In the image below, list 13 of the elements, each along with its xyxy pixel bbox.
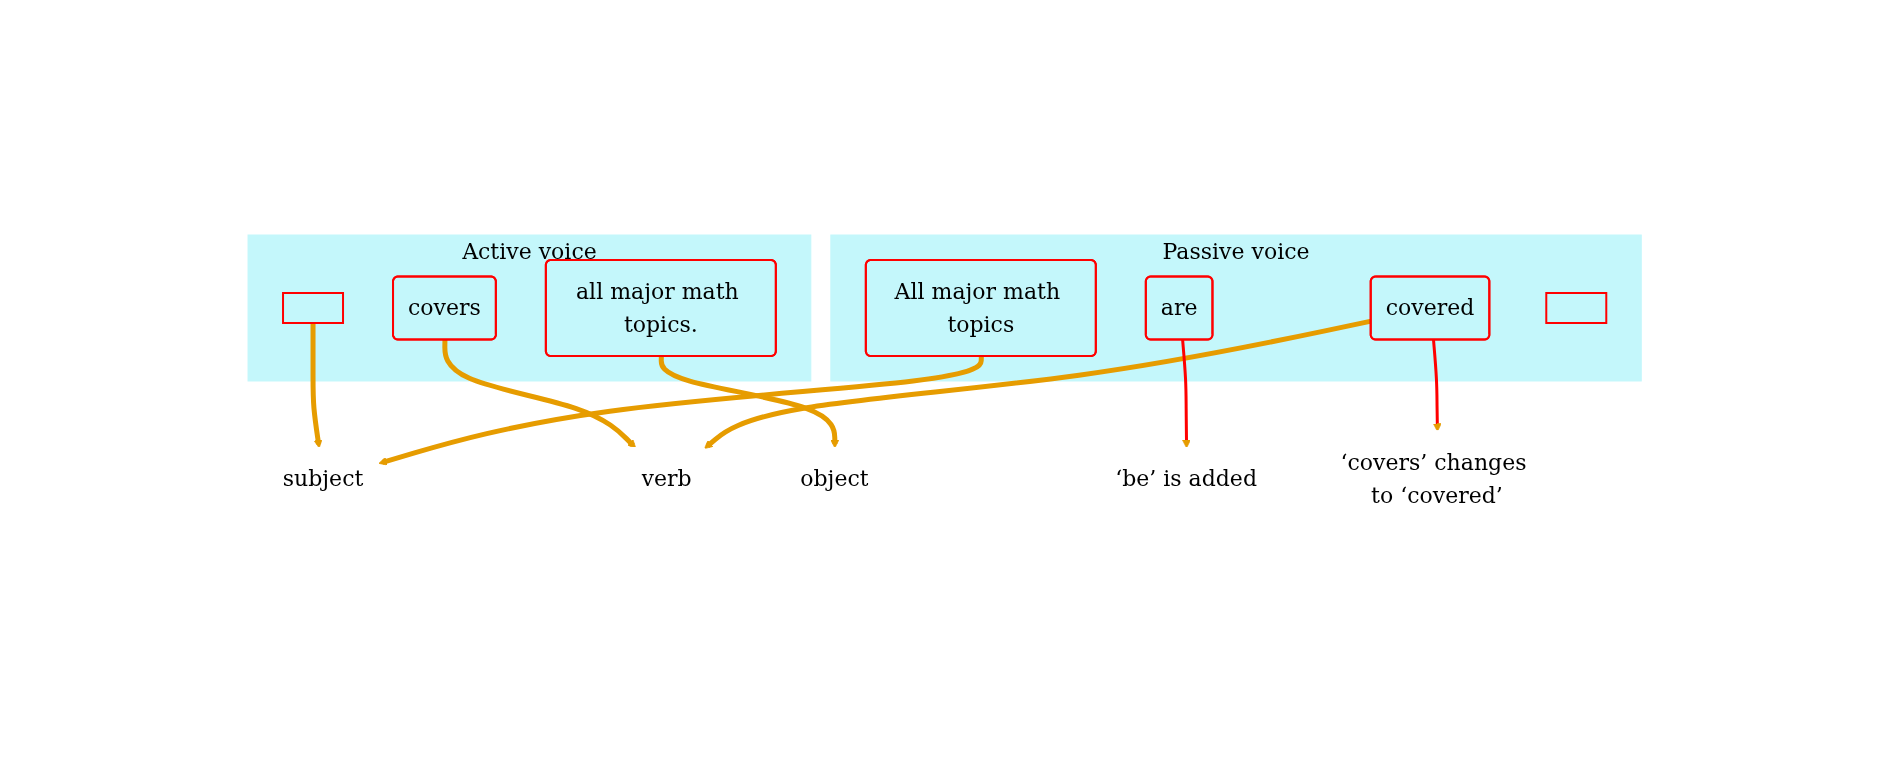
arrow [659, 355, 840, 448]
node-text: ‘covers’ changes to ‘covered’ [1340, 449, 1527, 508]
node-text: verb [641, 465, 692, 491]
arrow [378, 355, 985, 465]
arrow [1181, 339, 1192, 448]
node-text: subject [283, 465, 364, 491]
arrow [1432, 339, 1443, 432]
node-box [282, 291, 345, 324]
node-box [1545, 291, 1608, 324]
arrow [310, 322, 323, 448]
node-text: ‘be’ is added [1115, 465, 1258, 491]
arrow [442, 339, 637, 448]
node-text: object [800, 465, 869, 491]
